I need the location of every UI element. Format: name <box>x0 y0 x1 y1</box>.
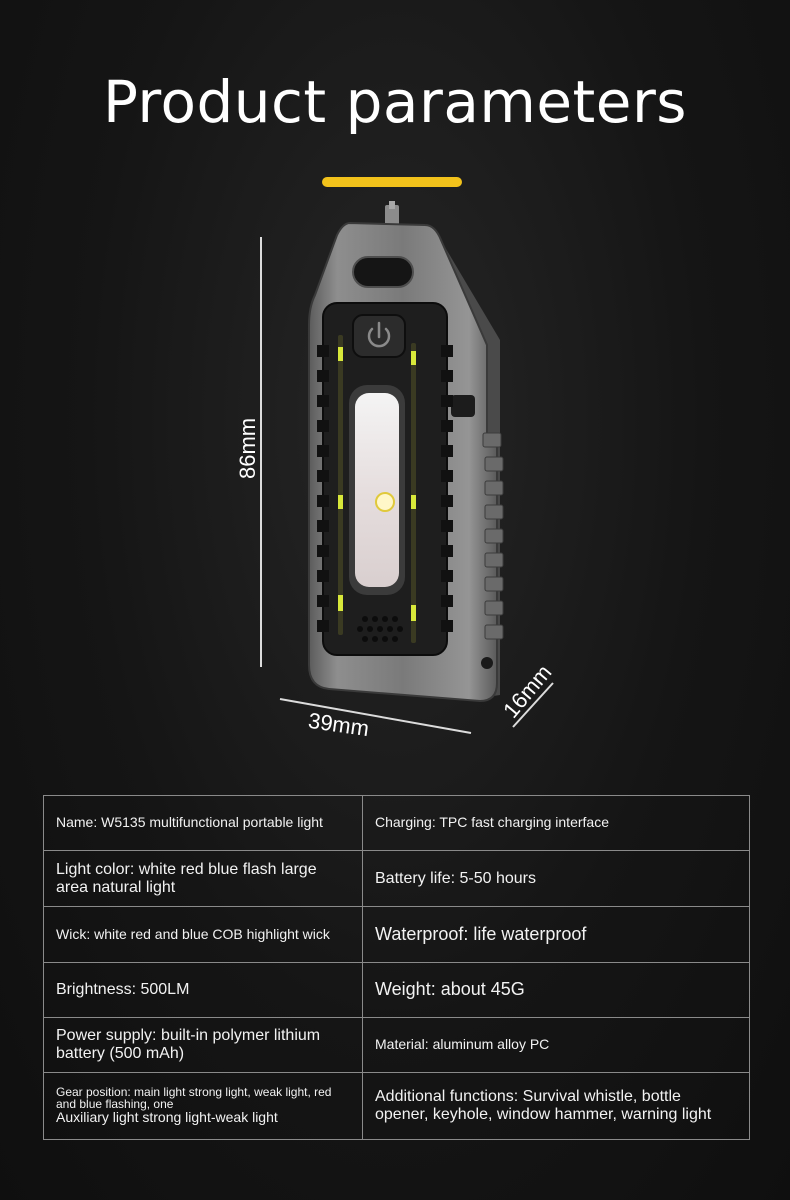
table-row: Gear position: main light strong light, … <box>43 1072 750 1140</box>
table-row: Brightness: 500LM Weight: about 45G <box>43 962 750 1018</box>
gear-position-text: Gear position: main light strong light, … <box>56 1085 332 1112</box>
auxiliary-light-text: Auxiliary light strong light-weak light <box>56 1109 278 1126</box>
width-dimension-line <box>279 698 472 734</box>
accent-bar <box>322 177 462 187</box>
spec-cell: Wick: white red and blue COB highlight w… <box>43 906 363 963</box>
spec-cell: Waterproof: life waterproof <box>362 906 750 963</box>
table-row: Name: W5135 multifunctional portable lig… <box>43 795 750 851</box>
spec-cell: Light color: white red blue flash large … <box>43 850 363 907</box>
table-row: Power supply: built-in polymer lithium b… <box>43 1017 750 1073</box>
main-led <box>375 492 395 512</box>
side-led-left <box>338 335 343 635</box>
product-illustration <box>260 201 554 734</box>
spec-cell: Charging: TPC fast charging interface <box>362 795 750 851</box>
spec-table: Name: W5135 multifunctional portable lig… <box>43 795 750 1140</box>
spec-cell: Name: W5135 multifunctional portable lig… <box>43 795 363 851</box>
spec-cell: Additional functions: Survival whistle, … <box>362 1072 750 1140</box>
spec-cell: Gear position: main light strong light, … <box>43 1072 363 1140</box>
depth-dimension-line <box>512 682 554 728</box>
power-icon <box>367 321 391 348</box>
spec-cell: Material: aluminum alloy PC <box>362 1017 750 1073</box>
page-title: Product parameters <box>102 68 688 136</box>
height-label: 86mm <box>235 417 260 479</box>
table-row: Light color: white red blue flash large … <box>43 850 750 907</box>
spec-cell: Weight: about 45G <box>362 962 750 1018</box>
whistle-grille <box>357 616 403 642</box>
table-row: Wick: white red and blue COB highlight w… <box>43 906 750 963</box>
spec-cell: Battery life: 5-50 hours <box>362 850 750 907</box>
spec-cell: Brightness: 500LM <box>43 962 363 1018</box>
spec-cell: Power supply: built-in polymer lithium b… <box>43 1017 363 1073</box>
side-led-right <box>411 343 416 643</box>
